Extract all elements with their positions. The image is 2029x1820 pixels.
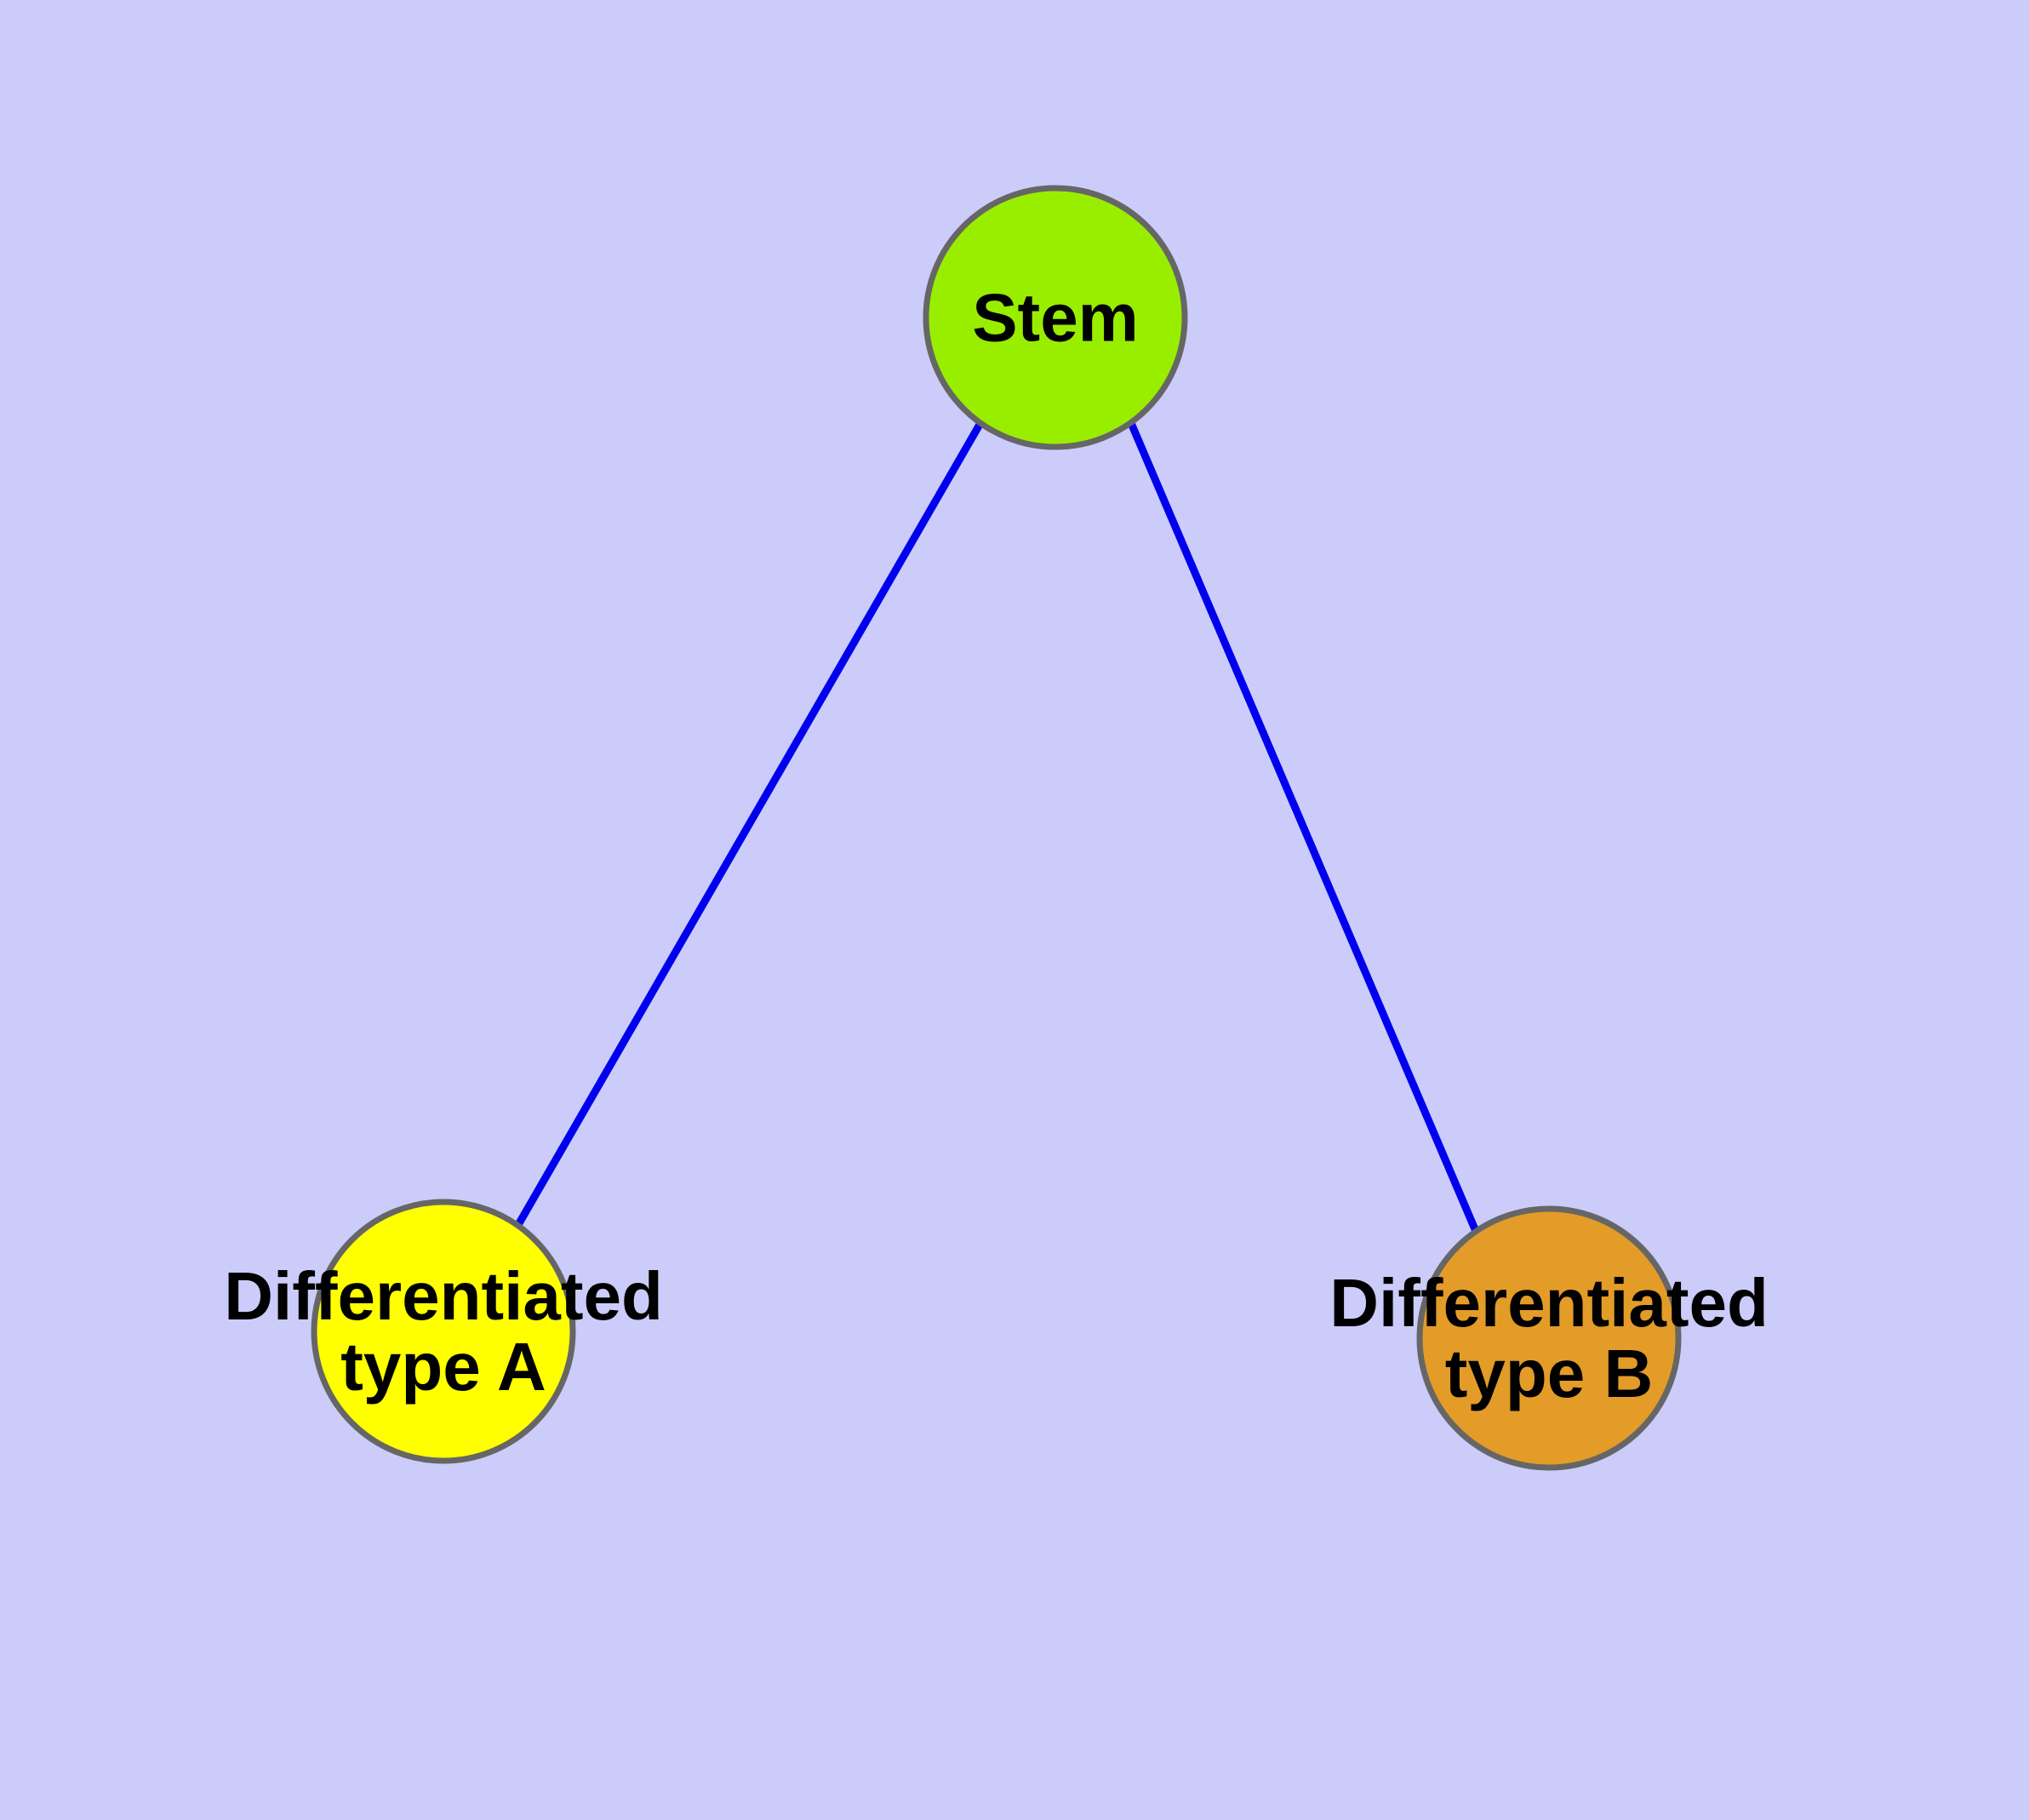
node-diff-type-b[interactable] [1416,1205,1682,1471]
node-layer [311,185,1682,1471]
edge-stem-to-type-b[interactable] [1127,421,1479,1231]
edge-layer [516,421,1479,1231]
node-diff-type-a[interactable] [311,1199,576,1464]
node-stem[interactable] [923,185,1188,450]
edge-stem-to-type-a[interactable] [516,421,984,1226]
